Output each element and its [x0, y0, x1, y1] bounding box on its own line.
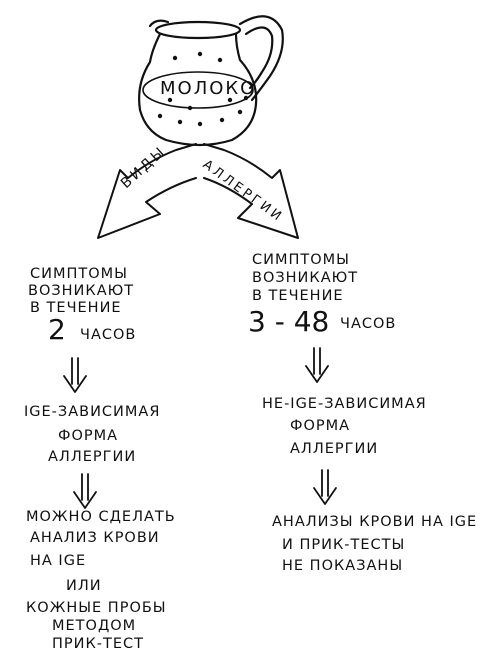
left-result-line-1: МОЖНО СДЕЛАТЬ — [26, 509, 176, 525]
left-time-unit: ЧАСОВ — [80, 327, 137, 343]
right-symptoms-line-2: ВОЗНИКАЮТ — [252, 270, 359, 286]
left-result-line-2: АНАЛИЗ КРОВИ — [30, 530, 160, 546]
jug-dots — [157, 51, 249, 127]
jug-label: МОЛОКО — [160, 78, 257, 99]
left-symptoms-line-2: ВОЗНИКАЮТ — [28, 283, 135, 299]
left-result-line-7: ПРИК-ТЕСТ — [52, 636, 145, 652]
milk-jug-icon — [138, 15, 284, 147]
right-form-line-2: ФОРМА — [290, 418, 351, 434]
left-form-line-3: АЛЛЕРГИИ — [48, 449, 137, 465]
left-form-line-1: IgE-ЗАВИСИМАЯ — [24, 404, 161, 420]
right-form-line-1: НЕ-IgE-ЗАВИСИМАЯ — [262, 396, 427, 412]
right-symptoms-line-1: СИМПТОМЫ — [252, 252, 350, 268]
right-time-unit: ЧАСОВ — [340, 316, 397, 332]
left-result-line-3: НА IgE — [30, 553, 87, 569]
right-result-line-2: И ПРИК-ТЕСТЫ — [282, 537, 406, 553]
branching-arrows — [97, 143, 299, 239]
left-symptoms-line-1: СИМПТОМЫ — [30, 266, 128, 282]
jug-label-oval — [142, 71, 254, 109]
left-symptoms-line-3: В ТЕЧЕНИЕ — [30, 300, 122, 316]
left-result-line-5: КОЖНЫЕ ПРОБЫ — [26, 600, 167, 616]
right-symptoms-line-3: В ТЕЧЕНИЕ — [252, 288, 344, 304]
right-form-line-3: АЛЛЕРГИИ — [290, 441, 379, 457]
right-result-line-3: НЕ ПОКАЗАНЫ — [282, 558, 404, 574]
left-result-line-4: ИЛИ — [66, 578, 102, 594]
left-result-line-6: МЕТОДОМ — [52, 618, 137, 634]
left-time-value: 2 — [48, 313, 66, 346]
right-time-value: 3 - 48 — [248, 305, 330, 338]
right-result-line-1: АНАЛИЗЫ КРОВИ НА IgE — [272, 514, 478, 530]
left-form-line-2: ФОРМА — [58, 428, 119, 444]
down-arrow-icon — [63, 347, 337, 509]
